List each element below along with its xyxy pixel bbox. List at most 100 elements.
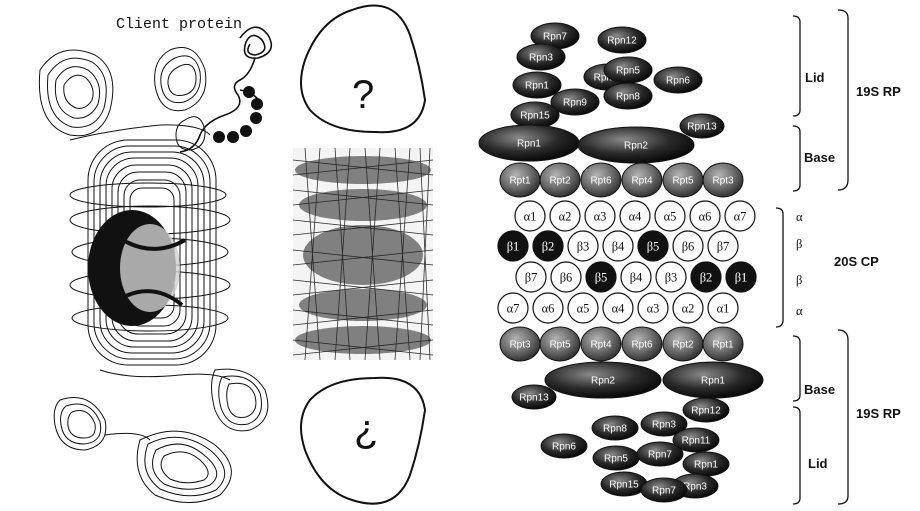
upper-density-arm — [39, 48, 210, 151]
lid-label-top: Lid — [805, 70, 825, 85]
bottom-atpase-subunit-label: Rpt5 — [549, 340, 571, 351]
beta-label-top: β — [796, 237, 802, 251]
alpha-ring-bottom-subunit-label: α3 — [647, 302, 660, 316]
top-atpase-subunit: Rpt4 — [622, 163, 662, 197]
beta-ring-top-subunit: β7 — [708, 231, 738, 261]
alpha-ring-bottom-subunit-label: α1 — [717, 302, 730, 316]
alpha-ring-top-subunit: α2 — [550, 201, 580, 231]
bottom-atpase-subunit: Rpt6 — [622, 327, 662, 361]
top-lid-subunit: Rpn1 — [513, 72, 561, 98]
bottom-lid-subunit-label: Rpn7 — [652, 486, 676, 497]
bottom-base-subunit: Rpn2 — [545, 362, 661, 398]
top-base-subunit-label: Rpn2 — [624, 141, 648, 152]
bottom-lid-subunit-label: Rpn8 — [603, 424, 627, 435]
top-base-subunit: Rpn2 — [578, 127, 694, 163]
alpha-ring-bottom-subunit: α1 — [708, 293, 738, 323]
beta-ring-top-subunit-label: β3 — [577, 240, 590, 254]
bottom-lid-subunit-label: Rpn12 — [691, 406, 721, 417]
beta-ring-top-subunit-label: β6 — [682, 240, 695, 254]
beta-ring-top-subunit-label: β7 — [717, 240, 730, 254]
top-cap-symbol: ? — [352, 73, 374, 117]
top-lid-subunit: Rpn15 — [511, 102, 559, 128]
atomic-model-panel: ? ¿ — [293, 6, 433, 504]
alpha-ring-top-subunit: α4 — [620, 201, 650, 231]
beta-ring-top-subunit: β5 — [638, 231, 668, 261]
bottom-atpase-subunit-label: Rpt3 — [509, 340, 531, 351]
alpha-ring-bottom-subunit-label: α5 — [577, 302, 590, 316]
bottom-lid-subunit-label: Rpn7 — [648, 450, 672, 461]
bottom-lid-subunit-label: Rpn15 — [609, 480, 639, 491]
alpha-ring-top-subunit-label: α7 — [734, 210, 747, 224]
top-atpase-subunit-label: Rpt2 — [549, 176, 571, 187]
lid-label-bottom: Lid — [808, 456, 828, 471]
core-particle-model — [293, 148, 433, 360]
beta-ring-bottom-subunit: β2 — [691, 262, 721, 292]
em-density-panel: Client protein — [39, 16, 271, 503]
top-lid-subunit: Rpn5 — [604, 57, 652, 83]
alpha-ring-bottom-subunit: α4 — [603, 293, 633, 323]
bottom-base-subunit-label: Rpn2 — [591, 376, 615, 387]
alpha-ring-top-subunit: α7 — [725, 201, 755, 231]
alpha-ring-bottom-subunit-label: α7 — [507, 302, 520, 316]
top-lid-subunit-label: Rpn3 — [529, 53, 553, 64]
client-protein-chain — [180, 27, 271, 152]
bottom-atpase-subunit: Rpt3 — [500, 327, 540, 361]
bottom-base-subunit: Rpn1 — [663, 362, 763, 398]
lower-density-arm — [54, 369, 268, 502]
beta-ring-top-subunit: β1 — [498, 231, 528, 261]
top-atpase-subunit: Rpt3 — [703, 163, 743, 197]
beta-ring-top-subunit-label: β5 — [647, 240, 660, 254]
alpha-ring-top-subunit-label: α6 — [699, 210, 712, 224]
bottom-lid-subunit-label: Rpn3 — [652, 420, 676, 431]
base-label-bottom: Base — [804, 382, 835, 397]
bottom-atpase-subunit-label: Rpt4 — [590, 340, 612, 351]
rp-label-top: 19S RP — [856, 84, 901, 99]
beta-ring-bottom-subunit-label: β3 — [665, 271, 678, 285]
alpha-ring-bottom-subunit-label: α6 — [542, 302, 555, 316]
bottom-lid-subunit-label: Rpn5 — [604, 454, 628, 465]
beta-ring-top-subunit: β2 — [533, 231, 563, 261]
beta-ring-bottom-subunit-label: β7 — [525, 271, 538, 285]
beta-ring-bottom-subunit-label: β4 — [630, 271, 643, 285]
density-core — [88, 210, 185, 326]
top-lid-subunit-label: Rpn9 — [563, 98, 587, 109]
top-atpase-subunit-label: Rpt3 — [712, 176, 734, 187]
alpha-ring-bottom-subunit: α3 — [638, 293, 668, 323]
top-atpase-subunit-label: Rpt4 — [631, 176, 653, 187]
top-atpase-subunit: Rpt5 — [663, 163, 703, 197]
top-atpase-subunit-label: Rpt6 — [590, 176, 612, 187]
bottom-atpase-subunit: Rpt5 — [540, 327, 580, 361]
top-base-small-subunit-label: Rpn13 — [687, 122, 717, 133]
top-base-small-subunit: Rpn13 — [680, 114, 724, 138]
bottom-lid-subunit-label: Rpn6 — [552, 442, 576, 453]
top-lid-subunit: Rpn3 — [517, 44, 565, 70]
top-lid-subunit-label: Rpn5 — [616, 66, 640, 77]
beta-ring-bottom-subunit: β6 — [551, 262, 581, 292]
rp-label-bottom: 19S RP — [856, 406, 901, 421]
alpha-label-top: α — [796, 210, 803, 224]
top-atpase-subunit: Rpt6 — [581, 163, 621, 197]
beta-ring-bottom-subunit-label: β1 — [735, 271, 748, 285]
bottom-lid-subunit-label: Rpn11 — [682, 436, 711, 447]
beta-ring-top-subunit: β6 — [673, 231, 703, 261]
alpha-ring-top-subunit: α6 — [690, 201, 720, 231]
bottom-lid-subunit: Rpn5 — [593, 446, 639, 470]
bottom-lid-subunit-label: Rpn1 — [694, 460, 718, 471]
alpha-ring-top-subunit-label: α4 — [629, 210, 643, 224]
bottom-atpase-subunit-label: Rpt1 — [712, 340, 734, 351]
top-lid-subunit: Rpn8 — [604, 83, 652, 109]
bottom-base-small-subunit: Rpn13 — [512, 385, 556, 409]
top-atpase-subunit: Rpt1 — [500, 163, 540, 197]
base-label-top: Base — [804, 150, 835, 165]
top-base-subunit: Rpn1 — [479, 125, 579, 161]
bottom-lid-subunit: Rpn6 — [541, 434, 587, 458]
bottom-atpase-subunit-label: Rpt6 — [631, 340, 653, 351]
beta-ring-bottom-subunit: β5 — [586, 262, 616, 292]
top-lid-subunit-label: Rpn7 — [543, 32, 567, 43]
top-lid-subunit: Rpn6 — [654, 67, 702, 93]
beta-ring-bottom-subunit-label: β2 — [700, 271, 713, 285]
bottom-atpase-subunit: Rpt4 — [581, 327, 621, 361]
alpha-ring-top-subunit-label: α5 — [664, 210, 677, 224]
alpha-ring-top-subunit-label: α3 — [594, 210, 607, 224]
